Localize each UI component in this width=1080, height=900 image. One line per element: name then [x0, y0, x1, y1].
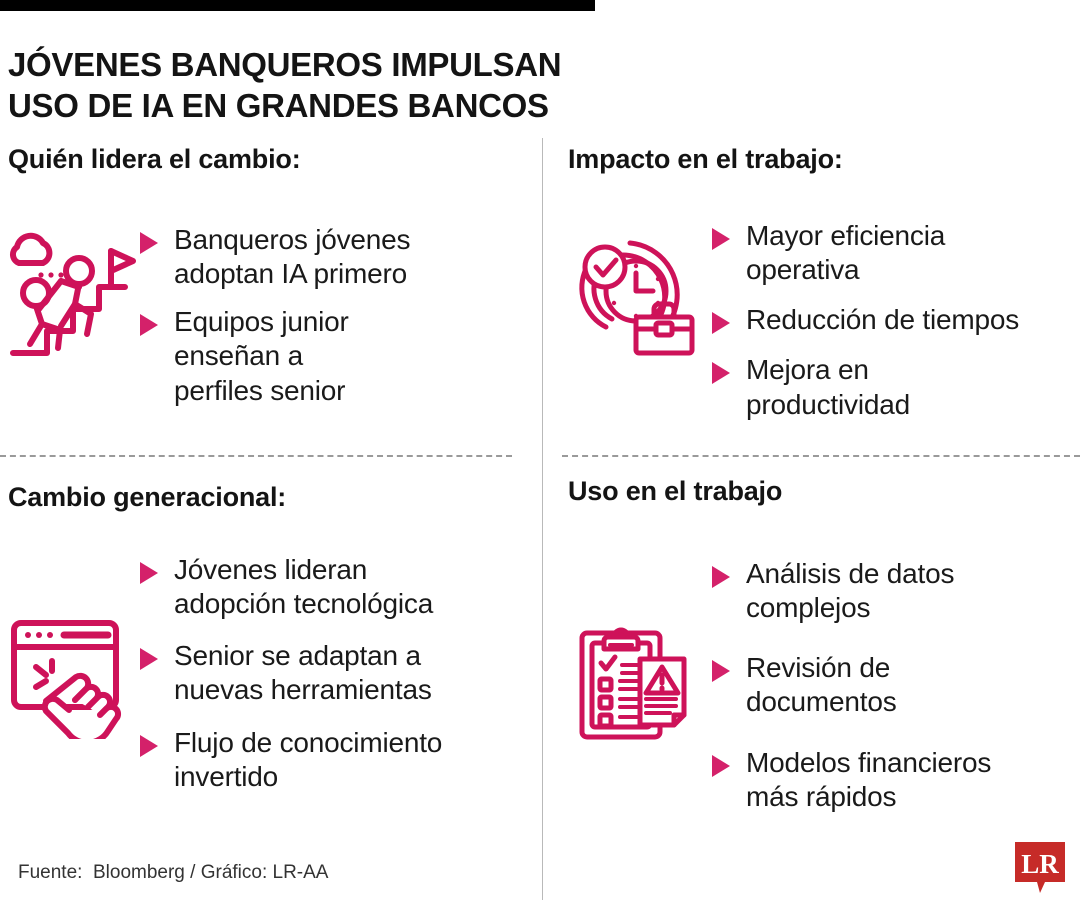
- list-item: Senior se adaptan a nuevas herramientas: [140, 639, 530, 707]
- horizontal-divider-right: [562, 455, 1080, 457]
- section-body: Banqueros jóvenes adoptan IA primero Equ…: [0, 181, 530, 422]
- lr-logo-text: LR: [1021, 849, 1059, 879]
- vertical-divider: [542, 138, 543, 900]
- bullet-list: Banqueros jóvenes adoptan IA primero Equ…: [140, 223, 530, 422]
- list-item-label: Modelos financieros más rápidos: [746, 746, 992, 812]
- bullet-list: Jóvenes lideran adopción tecnológica Sen…: [140, 553, 530, 812]
- section-heading: Impacto en el trabajo:: [568, 144, 843, 174]
- section-quien-lidera-el-cambio: Quién lidera el cambio:: [0, 144, 530, 422]
- clipboard-checklist-document-icon: [560, 557, 712, 749]
- list-item-label: Mayor eficiencia operativa: [746, 220, 946, 286]
- list-item: Mayor eficiencia operativa: [712, 219, 1080, 287]
- section-uso-en-el-trabajo: Uso en el trabajo: [560, 476, 1080, 840]
- list-item: Revisión de documentos: [712, 651, 1080, 719]
- headline-line-1: JÓVENES BANQUEROS IMPULSAN: [8, 46, 562, 84]
- list-item: Modelos financieros más rápidos: [712, 746, 1080, 814]
- section-impacto-en-el-trabajo: Impacto en el trabajo:: [560, 144, 1080, 438]
- list-item-label: Reducción de tiempos: [746, 304, 1020, 336]
- list-item: Análisis de datos complejos: [712, 557, 1080, 625]
- list-item-label: Jóvenes lideran adopción tecnológica: [174, 554, 434, 620]
- list-item-label: Equipos junior enseñan a perfiles senior: [174, 306, 349, 406]
- clock-briefcase-icon: [560, 219, 712, 359]
- bullet-list: Mayor eficiencia operativa Reducción de …: [712, 219, 1080, 438]
- people-climbing-stairs-flag-icon: [0, 223, 140, 359]
- list-item: Equipos junior enseñan a perfiles senior: [140, 305, 530, 407]
- bullet-list: Análisis de datos complejos Revisión de …: [712, 557, 1080, 840]
- section-heading: Quién lidera el cambio:: [8, 144, 301, 174]
- section-cambio-generacional: Cambio generacional:: [0, 482, 530, 812]
- list-item-label: Flujo de conocimiento invertido: [174, 726, 443, 792]
- triangle-bullet-icon: [140, 314, 162, 337]
- list-item: Reducción de tiempos: [712, 303, 1080, 337]
- triangle-bullet-icon: [712, 228, 734, 250]
- section-body: Mayor eficiencia operativa Reducción de …: [560, 181, 1080, 438]
- list-item-label: Senior se adaptan a nuevas herramientas: [174, 640, 432, 706]
- browser-hand-cursor-icon: [0, 553, 140, 739]
- list-item-label: Banqueros jóvenes adoptan IA primero: [174, 224, 411, 290]
- triangle-bullet-icon: [712, 566, 734, 588]
- triangle-bullet-icon: [712, 660, 734, 683]
- list-item-label: Mejora en productividad: [746, 354, 910, 420]
- triangle-bullet-icon: [140, 232, 162, 254]
- headline-line-2: USO DE IA EN GRANDES BANCOS: [8, 87, 549, 125]
- section-body: Jóvenes lideran adopción tecnológica Sen…: [0, 519, 530, 812]
- list-item-label: Análisis de datos complejos: [746, 558, 955, 624]
- source-note: Fuente: Bloomberg / Gráfico: LR-AA: [18, 862, 329, 883]
- page-title: JÓVENES BANQUEROS IMPULSAN USO DE IA EN …: [8, 44, 648, 127]
- triangle-bullet-icon: [140, 562, 162, 584]
- triangle-bullet-icon: [140, 734, 162, 757]
- list-item-label: Revisión de documentos: [746, 652, 897, 718]
- lr-logo: LR: [1012, 838, 1068, 894]
- triangle-bullet-icon: [712, 754, 734, 777]
- triangle-bullet-icon: [140, 648, 162, 671]
- list-item: Flujo de conocimiento invertido: [140, 726, 530, 794]
- triangle-bullet-icon: [712, 312, 734, 335]
- section-body: Análisis de datos complejos Revisión de …: [560, 513, 1080, 840]
- top-black-rule: [0, 0, 595, 11]
- triangle-bullet-icon: [712, 362, 734, 385]
- section-heading: Cambio generacional:: [8, 482, 287, 512]
- horizontal-divider-left: [0, 455, 512, 457]
- section-heading: Uso en el trabajo: [568, 476, 783, 506]
- list-item: Jóvenes lideran adopción tecnológica: [140, 553, 530, 621]
- list-item: Mejora en productividad: [712, 353, 1080, 421]
- list-item: Banqueros jóvenes adoptan IA primero: [140, 223, 530, 291]
